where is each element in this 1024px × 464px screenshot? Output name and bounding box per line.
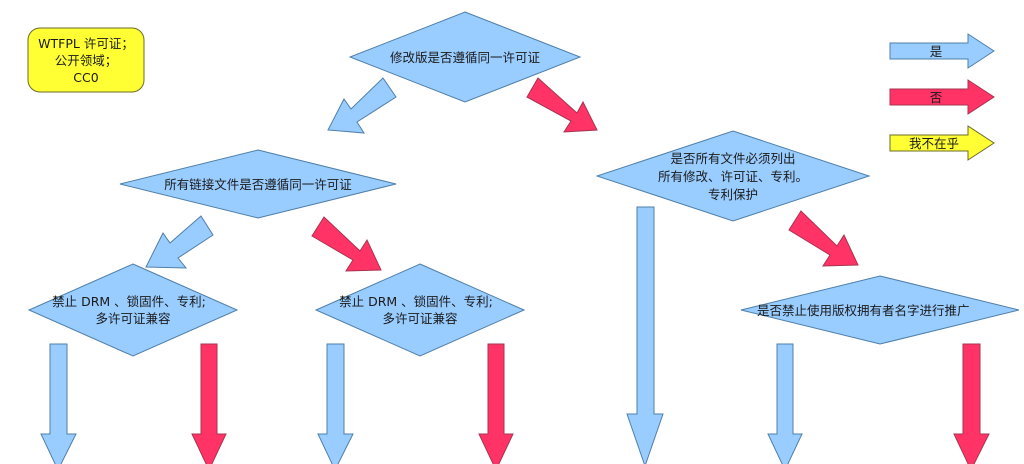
legend-no: 否 [889,79,995,115]
legend-dont-care: 我不在乎 [889,125,995,161]
node-drm-left-line-2: 多许可证兼容 [95,311,170,326]
arrow-yes-to-linked-files [327,77,397,134]
node-linked-files-text: 所有链接文件是否遵循同一许可证 [164,177,352,192]
license-line-3: CC0 [73,70,98,85]
legend-dont-care-arrow [889,125,995,161]
arrow-yes-down-list-changes [626,206,664,464]
arrow-yes-to-drm-left [145,215,214,269]
node-same-license-text: 修改版是否遵循同一许可证 [390,50,541,65]
arrow-no-down-promotion [953,343,990,464]
node-promotion-text: 是否禁止使用版权拥有者名字进行推广 [757,303,970,318]
arrow-yes-down-drm-left [40,343,77,464]
node-same-license: 修改版是否遵循同一许可证 [348,11,582,103]
arrow-no-to-drm-mid [311,216,382,272]
node-promotion: 是否禁止使用版权拥有者名字进行推广 [740,275,1019,345]
legend: 是 否 我不在乎 [889,33,995,161]
legend-yes-label: 是 [930,44,943,59]
node-drm-left-line-1: 禁止 DRM 、锁固件、专利; [52,294,206,309]
node-list-changes-line-3: 专利保护 [708,187,758,202]
arrow-no-down-drm-left [191,343,227,464]
node-drm-mid-line-1: 禁止 DRM 、锁固件、专利; [339,294,493,309]
arrow-no-down-drm-mid [478,343,514,464]
node-drm-left: 禁止 DRM 、锁固件、专利; 多许可证兼容 [27,263,239,357]
node-list-changes-line-1: 是否所有文件必须列出 [670,151,795,166]
node-list-changes: 是否所有文件必须列出 所有修改、许可证、专利。 专利保护 [595,130,871,222]
node-drm-mid-line-2: 多许可证兼容 [382,311,457,326]
arrow-yes-down-drm-mid [317,343,354,464]
node-linked-files: 所有链接文件是否遵循同一许可证 [119,149,397,219]
legend-no-arrow [889,79,995,115]
legend-yes: 是 [889,33,995,69]
legend-no-label: 否 [930,90,943,105]
legend-yes-arrow [889,33,995,69]
arrow-yes-down-promotion [767,343,803,464]
license-info-box: WTFPL 许可证； 公开领域； CC0 [27,27,145,93]
arrow-no-to-list-changes [526,77,598,133]
node-drm-mid: 禁止 DRM 、锁固件、专利; 多许可证兼容 [314,263,526,357]
license-line-1: WTFPL 许可证； [38,36,134,51]
arrow-no-to-promotion [788,210,859,267]
legend-dont-care-label: 我不在乎 [909,136,959,151]
node-list-changes-line-2: 所有修改、许可证、专利。 [658,169,808,184]
license-line-2: 公开领域； [55,53,118,68]
